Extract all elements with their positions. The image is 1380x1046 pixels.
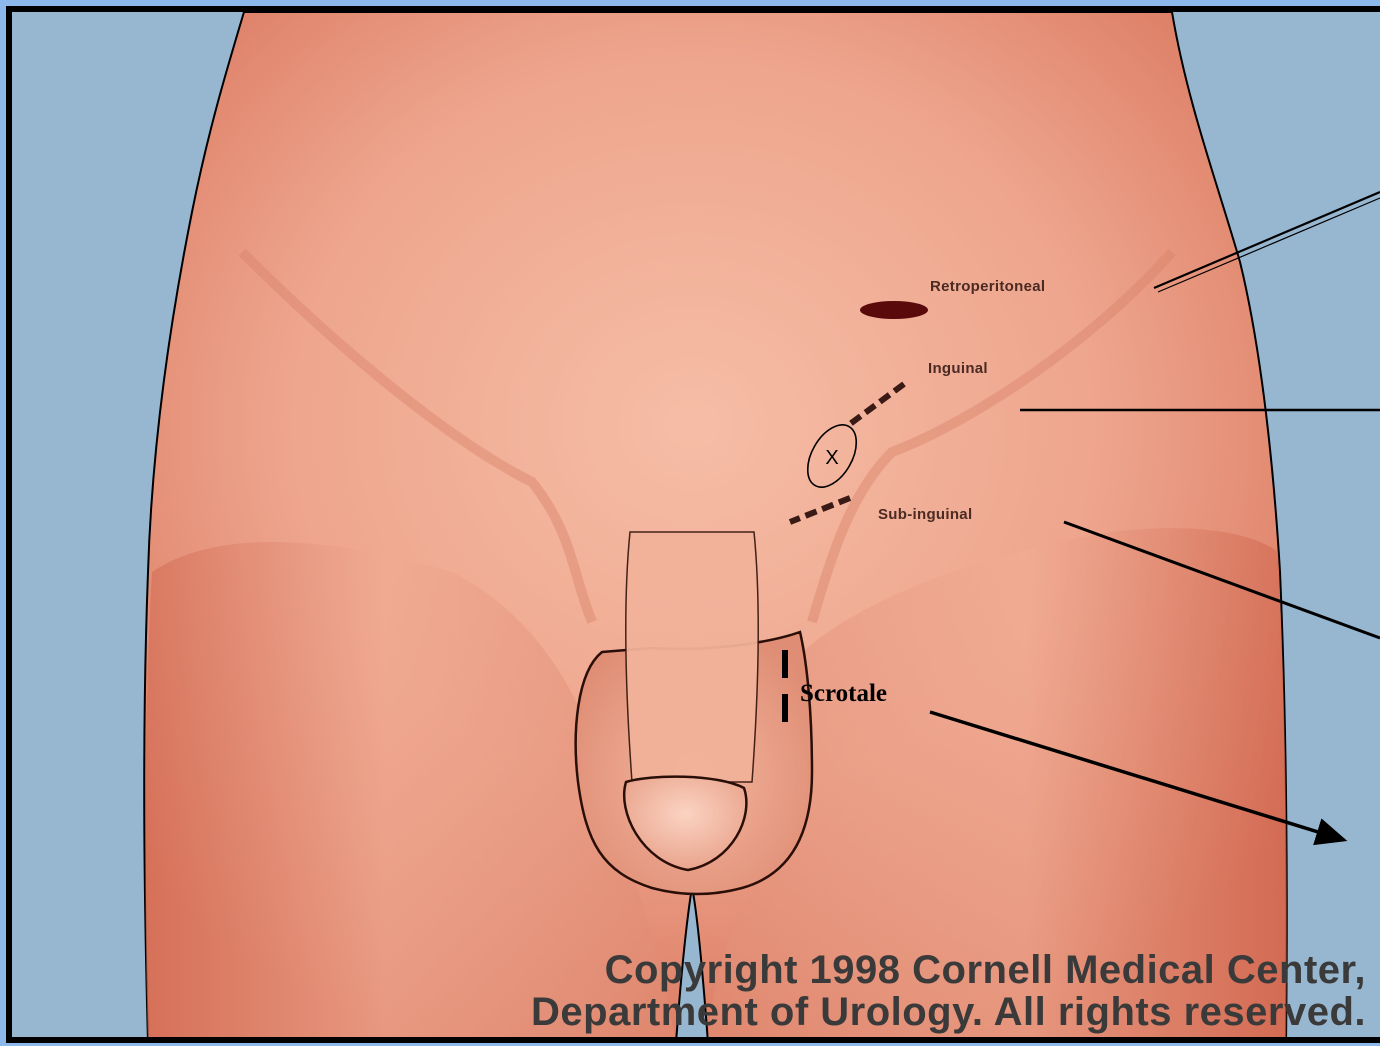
marker-x: X bbox=[825, 447, 838, 469]
penis-shaft bbox=[626, 532, 759, 782]
scrotal-incision-dash bbox=[782, 650, 788, 678]
copyright-line-1: Copyright 1998 Cornell Medical Center, bbox=[605, 948, 1366, 993]
copyright-line-2: Department of Urology. All rights reserv… bbox=[531, 990, 1366, 1035]
label-inguinal: Inguinal bbox=[928, 360, 988, 377]
anatomy-illustration: X bbox=[12, 12, 1380, 1043]
illustration-frame: X Retroperitoneal Inguinal Sub-inguinal … bbox=[6, 6, 1380, 1043]
label-retroperitoneal: Retroperitoneal bbox=[930, 278, 1045, 295]
label-sub-inguinal: Sub-inguinal bbox=[878, 506, 972, 523]
scrotal-incision-dash bbox=[782, 694, 788, 722]
label-scrotale: Scrotale bbox=[800, 680, 887, 708]
retroperitoneal-incision bbox=[860, 301, 928, 319]
